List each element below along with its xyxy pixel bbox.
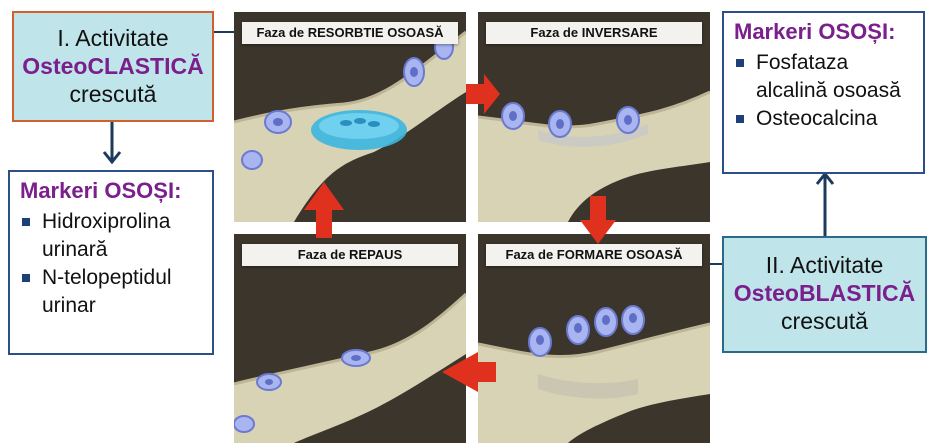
osteoblastic-line3: crescută	[724, 307, 925, 335]
list-item: urinar	[20, 292, 204, 320]
arrow-left-icon	[442, 352, 496, 392]
bullet-icon	[22, 274, 30, 282]
osteoblastic-activity-box: II. Activitate OsteoBLASTICĂ crescută	[722, 236, 927, 353]
resorption-markers-list: Hidroxiprolina urinară N-telopeptidul ur…	[20, 208, 204, 320]
list-item: Hidroxiprolina	[20, 208, 204, 236]
formation-markers-title: Markeri OSOȘI:	[734, 19, 915, 45]
arrow-right-icon	[466, 74, 500, 114]
osteoclastic-line1: I. Activitate	[14, 24, 212, 52]
list-item: alcalină osoasă	[734, 77, 915, 105]
osteoblastic-line1: II. Activitate	[724, 251, 925, 279]
list-item: Fosfataza	[734, 49, 915, 77]
resorption-markers-title: Markeri OSOȘI:	[20, 178, 204, 204]
list-item: urinară	[20, 236, 204, 264]
formation-markers-list: Fosfataza alcalină osoasă Osteocalcina	[734, 49, 915, 133]
bullet-icon	[22, 218, 30, 226]
list-item: N-telopeptidul	[20, 264, 204, 292]
bullet-icon	[736, 115, 744, 123]
list-item: Osteocalcina	[734, 105, 915, 133]
arrow-down-icon	[580, 196, 616, 244]
osteoclastic-activity-box: I. Activitate OsteoCLASTICĂ crescută	[12, 11, 214, 122]
osteoclastic-line3: crescută	[14, 80, 212, 108]
osteoblastic-line2: OsteoBLASTICĂ	[724, 279, 925, 307]
resorption-markers-box: Markeri OSOȘI: Hidroxiprolina urinară N-…	[8, 170, 214, 355]
bullet-icon	[736, 59, 744, 67]
formation-markers-box: Markeri OSOȘI: Fosfataza alcalină osoasă…	[722, 11, 925, 174]
arrow-up-icon	[304, 182, 344, 238]
osteoclastic-line2: OsteoCLASTICĂ	[14, 52, 212, 80]
